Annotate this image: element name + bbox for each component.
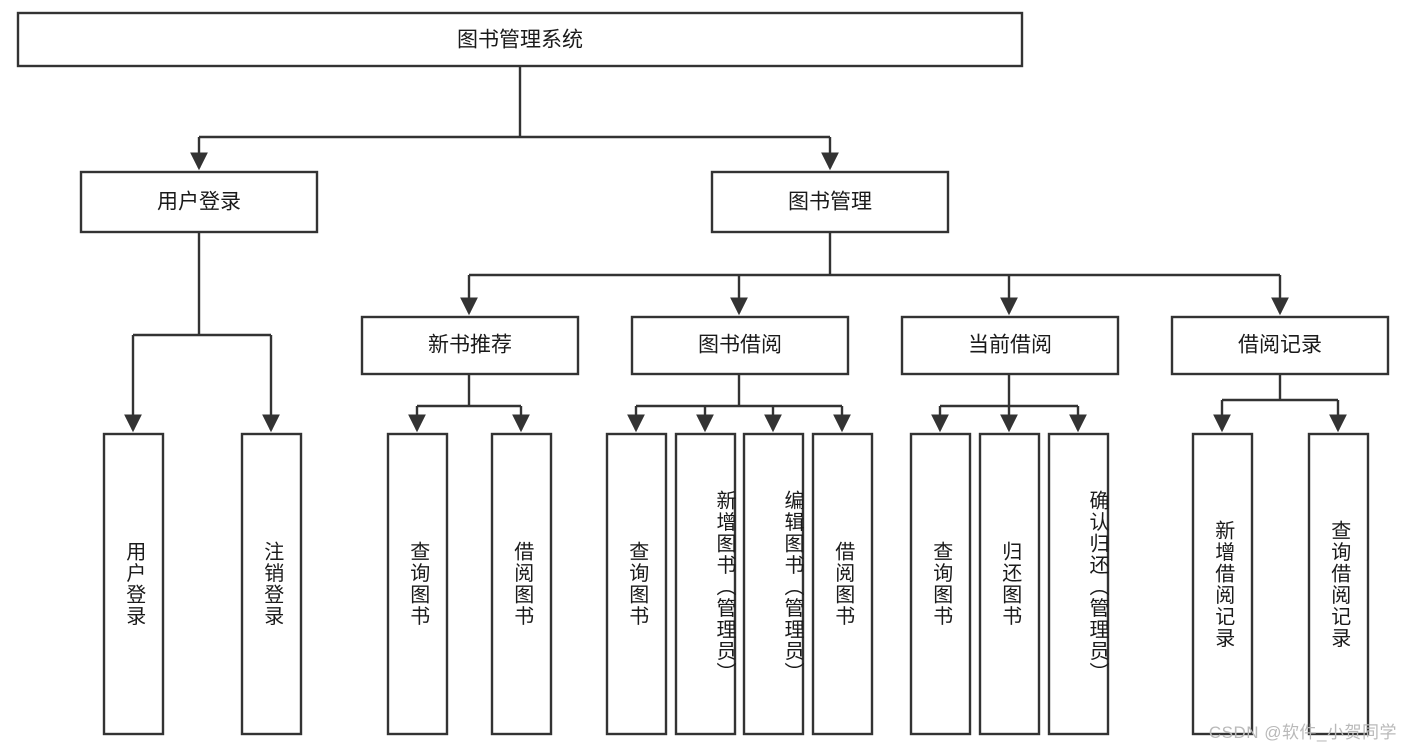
node-book-manage-label: 图书管理 — [788, 191, 872, 214]
leaf-user-login-2-box[interactable] — [240, 432, 303, 736]
node-borrow-record-label: 借阅记录 — [1238, 334, 1322, 357]
node-new-book-rec-box[interactable] — [360, 315, 580, 376]
leaf-new-book-rec-1-box[interactable] — [386, 432, 449, 736]
leaf-new-book-rec-2-box[interactable] — [490, 432, 553, 736]
leaf-current-borrow-3-box[interactable] — [1047, 432, 1110, 736]
node-book-borrow-box[interactable] — [630, 315, 850, 376]
node-current-borrow-box[interactable] — [900, 315, 1120, 376]
node-current-borrow-label: 当前借阅 — [968, 334, 1052, 357]
node-user-login-label: 用户登录 — [157, 191, 241, 214]
leaf-current-borrow-2-box[interactable] — [978, 432, 1041, 736]
leaf-current-borrow-1-box[interactable] — [909, 432, 972, 736]
node-borrow-record-box[interactable] — [1170, 315, 1390, 376]
leaf-user-login-1-box[interactable] — [102, 432, 165, 736]
csdn-watermark: CSDN @软件_小贺同学 — [1208, 723, 1397, 742]
node-book-manage-box[interactable] — [710, 170, 950, 234]
node-user-login-box[interactable] — [79, 170, 319, 234]
leaf-book-borrow-4-box[interactable] — [811, 432, 874, 736]
leaf-borrow-record-2-box[interactable] — [1307, 432, 1370, 736]
node-root-label: 图书管理系统 — [457, 29, 583, 52]
leaf-book-borrow-3-box[interactable] — [742, 432, 805, 736]
leaf-book-borrow-2-box[interactable] — [674, 432, 737, 736]
node-root-box[interactable] — [16, 11, 1024, 68]
node-book-borrow-label: 图书借阅 — [698, 334, 782, 357]
leaf-book-borrow-1-box[interactable] — [605, 432, 668, 736]
leaf-borrow-record-1-box[interactable] — [1191, 432, 1254, 736]
node-new-book-rec-label: 新书推荐 — [428, 334, 512, 357]
